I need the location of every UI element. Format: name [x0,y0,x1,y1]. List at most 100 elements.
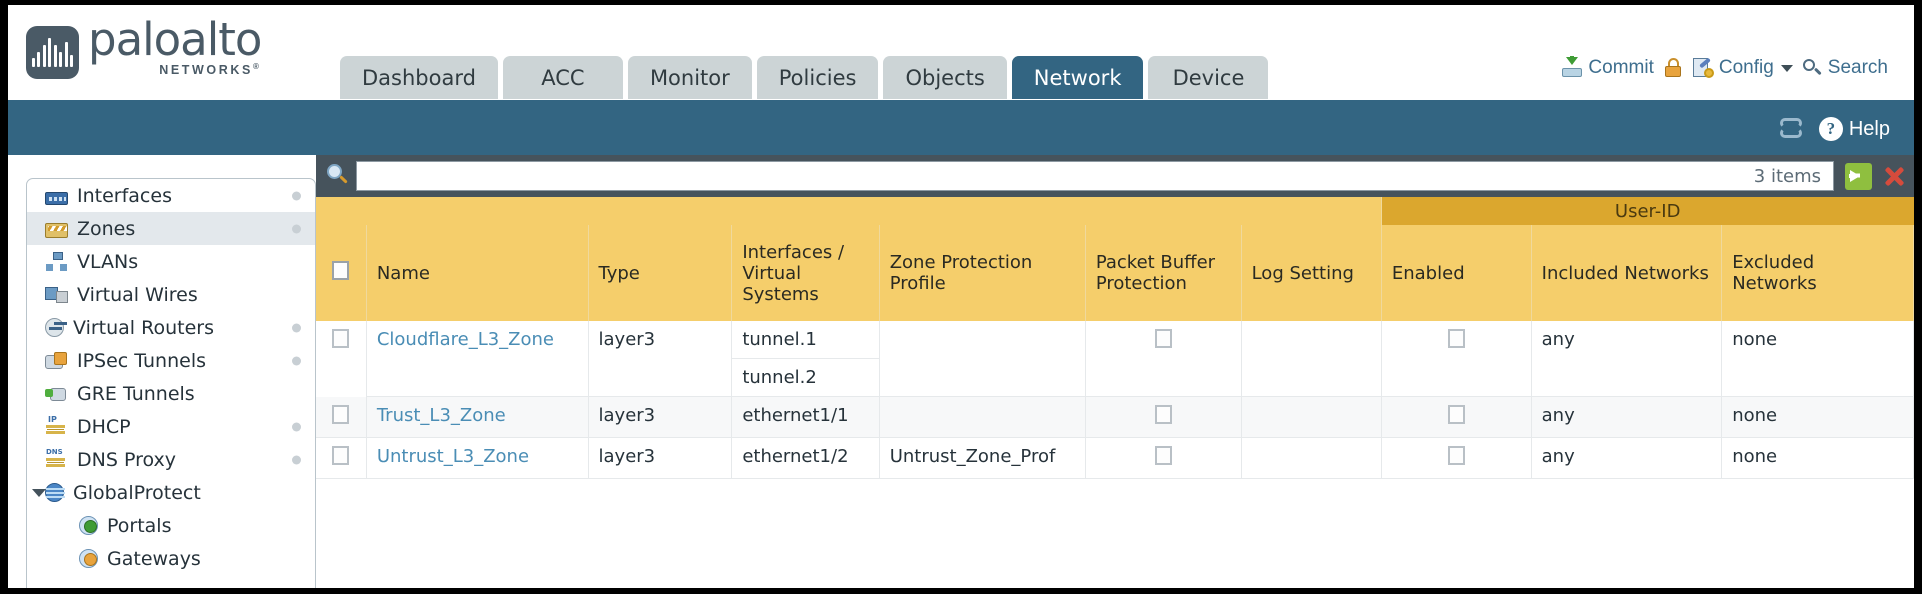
zone-name-link[interactable]: Trust_L3_Zone [376,405,506,426]
sidebar-label-virtual-wires: Virtual Wires [77,283,198,306]
table-row[interactable]: Untrust_L3_Zone layer3 ethernet1/2 Untru… [316,437,1914,479]
tab-network[interactable]: Network [1011,56,1144,99]
column-header-zone-protection-profile[interactable]: Zone Protection Profile [879,225,1086,321]
clear-filter-close-icon[interactable] [1881,163,1908,190]
cell-zone-protection-profile [879,396,1086,438]
column-header-packet-buffer-protection[interactable]: Packet Buffer Protection [1085,225,1242,321]
app-header: paloalto NETWORKS® Dashboard ACC Monitor… [8,5,1914,100]
sidebar-label-zones: Zones [77,217,136,240]
sidebar-item-zones[interactable]: Zones [27,212,315,245]
table-row-continuation: tunnel.2 [316,358,1914,397]
sidebar-status-dot [292,455,301,464]
sidebar-label-dhcp: DHCP [77,415,131,438]
sidebar-item-interfaces[interactable]: Interfaces [27,179,315,212]
row-checkbox[interactable] [332,404,350,424]
column-header-interfaces[interactable]: Interfaces / Virtual Systems [731,225,880,321]
logo-subtitle: NETWORKS® [88,63,261,77]
table-row[interactable]: Trust_L3_Zone layer3 ethernet1/1 any non… [316,396,1914,438]
sidebar-item-gre-tunnels[interactable]: GRE Tunnels [27,377,315,410]
gre-tunnels-icon [45,384,68,403]
search-button[interactable]: Search [1801,57,1888,79]
dhcp-icon [45,415,68,436]
filter-bar: 3 items [316,155,1914,197]
tab-policies[interactable]: Policies [756,56,879,99]
column-header-excluded-networks[interactable]: Excluded Networks [1721,225,1914,321]
packet-buffer-protection-checkbox[interactable] [1154,405,1172,424]
userid-enabled-checkbox[interactable] [1447,329,1465,348]
globalprotect-icon [45,483,65,502]
filter-search-icon[interactable] [324,162,352,190]
cell-interface: tunnel.1 [731,321,880,359]
cell-log-setting [1241,396,1382,438]
sidebar-label-virtual-routers: Virtual Routers [73,316,214,339]
sidebar-label-vlans: VLANs [77,250,139,273]
zones-content-panel: 3 items [316,155,1914,588]
chevron-down-icon [1780,64,1793,72]
column-header-type[interactable]: Type [588,225,733,321]
cell-userid-enabled [1381,437,1532,479]
refresh-icon[interactable] [1779,116,1805,142]
interfaces-icon [45,192,68,205]
sidebar-status-dot [292,323,301,332]
table-row[interactable]: Cloudflare_L3_Zone layer3 tunnel.1 any n… [316,321,1914,397]
config-label: Config [1718,57,1774,78]
cell-name: Trust_L3_Zone [366,396,589,438]
tab-dashboard[interactable]: Dashboard [340,56,498,99]
sidebar-item-virtual-routers[interactable]: Virtual Routers [27,311,315,344]
sidebar-item-globalprotect[interactable]: GlobalProtect [27,476,315,509]
sidebar-label-dns-proxy: DNS Proxy [77,448,176,471]
help-button[interactable]: ? Help [1818,117,1890,141]
column-header-name[interactable]: Name [366,225,589,321]
row-checkbox[interactable] [332,446,350,465]
cell-included-networks: any [1531,437,1723,479]
sidebar-item-vlans[interactable]: VLANs [27,245,315,278]
expand-caret-icon[interactable] [32,488,46,497]
sidebar-status-dot [292,356,301,365]
column-header-included-networks[interactable]: Included Networks [1531,225,1723,321]
filter-actions [1834,162,1908,190]
virtual-routers-icon [45,318,64,337]
sidebar-item-dns-proxy[interactable]: DNS Proxy [27,443,315,476]
cell-included-networks: any [1531,321,1723,397]
tab-monitor[interactable]: Monitor [627,56,752,99]
config-menu[interactable]: Config [1692,57,1793,79]
zones-table-header-row: Name Type Interfaces / Virtual Systems Z… [316,225,1914,321]
zone-name-link[interactable]: Untrust_L3_Zone [376,446,530,467]
padlock-icon [1662,57,1684,79]
config-icon [1692,57,1714,79]
sidebar-label-interfaces: Interfaces [77,184,172,207]
sidebar-item-dhcp[interactable]: DHCP [27,410,315,443]
packet-buffer-protection-checkbox[interactable] [1154,329,1172,348]
zone-name-link[interactable]: Cloudflare_L3_Zone [376,329,554,350]
search-input[interactable]: 3 items [356,161,1834,191]
sidebar-item-virtual-wires[interactable]: Virtual Wires [27,278,315,311]
userid-enabled-checkbox[interactable] [1447,446,1465,465]
userid-enabled-checkbox[interactable] [1447,405,1465,424]
column-header-userid-enabled[interactable]: Enabled [1381,225,1532,321]
sidebar-status-dot [292,191,301,200]
zones-table-group-row: User-ID [316,197,1914,225]
cell-log-setting [1241,437,1382,479]
logo-mark-icon [26,25,79,79]
tab-objects[interactable]: Objects [883,56,1007,99]
packet-buffer-protection-checkbox[interactable] [1154,446,1172,465]
lock-button[interactable] [1662,57,1684,79]
cell-included-networks: any [1531,396,1723,438]
row-checkbox[interactable] [332,329,350,348]
column-header-log-setting[interactable]: Log Setting [1241,225,1382,321]
commit-label: Commit [1588,57,1654,78]
zones-table-body: Cloudflare_L3_Zone layer3 tunnel.1 any n… [316,321,1914,479]
tab-device[interactable]: Device [1148,56,1269,99]
select-all-checkbox[interactable] [332,261,350,280]
sidebar-item-ipsec-tunnels[interactable]: IPSec Tunnels [27,344,315,377]
sidebar-label-gre-tunnels: GRE Tunnels [77,382,195,405]
sidebar-item-gateways[interactable]: Gateways [27,542,315,575]
network-sidebar: Interfaces Zones VLANs Virtual Wires Vir… [26,178,316,590]
row-select-cell [316,321,367,397]
apply-filter-arrow-icon[interactable] [1845,162,1872,190]
paloalto-logo: paloalto NETWORKS® [26,17,262,79]
sidebar-item-portals[interactable]: Portals [27,509,315,542]
tab-acc[interactable]: ACC [502,56,623,99]
commit-button[interactable]: Commit [1561,56,1654,79]
